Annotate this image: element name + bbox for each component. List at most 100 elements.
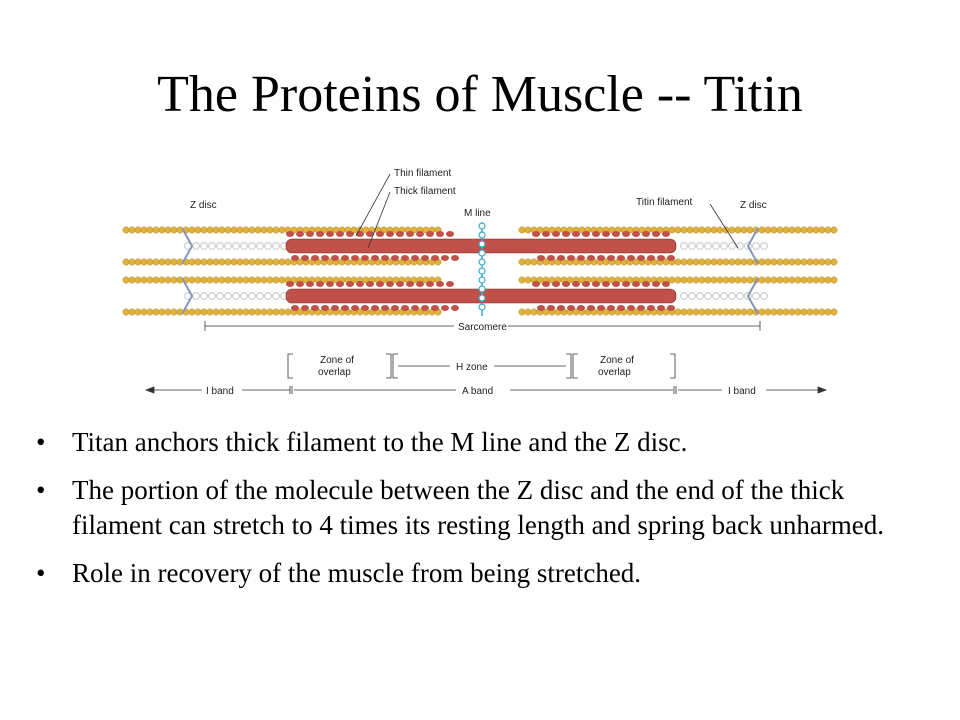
m-line-bead — [478, 240, 486, 248]
myosin-head — [356, 281, 364, 287]
thin-filament-bead — [164, 276, 172, 284]
thin-filament-bead — [218, 308, 226, 316]
myosin-head — [647, 255, 655, 261]
thin-filament-bead — [782, 276, 790, 284]
thin-filament-bead — [266, 258, 274, 266]
myosin-head — [562, 231, 570, 237]
titin-coil — [272, 241, 281, 250]
sarcomere-bracket — [204, 321, 761, 331]
titin-coil — [215, 241, 224, 250]
myosin-head — [361, 305, 369, 311]
thin-filament-bead — [278, 258, 286, 266]
myosin-head — [301, 255, 309, 261]
titin-coil — [703, 292, 712, 301]
thin-filament-bead — [518, 276, 526, 284]
thin-filament-bead — [236, 226, 244, 234]
myosin-head — [657, 255, 665, 261]
myosin-head — [446, 231, 454, 237]
thin-filament-bead — [518, 258, 526, 266]
thin-filament-bead — [764, 308, 772, 316]
thin-filament-bead — [674, 276, 682, 284]
myosin-head — [321, 305, 329, 311]
thin-filament-bead — [134, 308, 142, 316]
titin-coil — [751, 241, 760, 250]
thin-filament-bead — [776, 226, 784, 234]
thin-filament-bead — [782, 258, 790, 266]
myosin-head — [597, 305, 605, 311]
thin-filament-bead — [122, 308, 130, 316]
myosin-head — [637, 255, 645, 261]
thin-filament-bead — [818, 258, 826, 266]
titin-coil — [711, 292, 720, 301]
titin-coil — [223, 241, 232, 250]
myosin-head — [341, 305, 349, 311]
myosin-head — [386, 281, 394, 287]
thin-filament-bead — [776, 276, 784, 284]
m-line-bead — [478, 303, 486, 311]
thin-filament-bead — [224, 276, 232, 284]
thin-filament-bead — [218, 258, 226, 266]
label-z-disc-left: Z disc — [190, 200, 217, 211]
thin-filament-bead — [812, 258, 820, 266]
thin-filament-bead — [806, 308, 814, 316]
myosin-head — [406, 231, 414, 237]
titin-coil — [759, 241, 768, 250]
titin-coil — [215, 292, 224, 301]
myosin-head — [416, 281, 424, 287]
myosin-head — [431, 255, 439, 261]
thin-filament-bead — [122, 258, 130, 266]
titin-coil — [199, 241, 208, 250]
myosin-head — [622, 231, 630, 237]
thin-filament-bead — [158, 276, 166, 284]
thin-filament-bead — [788, 276, 796, 284]
bullet-item: • The portion of the molecule between th… — [36, 473, 936, 543]
myosin-head — [376, 281, 384, 287]
thin-filament-bead — [128, 276, 136, 284]
label-h-zone: H zone — [456, 362, 488, 373]
titin-coil — [735, 241, 744, 250]
sarcomere-diagram: Thin filament Thick filament M line Titi… — [118, 158, 842, 408]
thin-filament-bead — [716, 308, 724, 316]
m-line-bead — [478, 222, 486, 230]
thin-filament-bead — [824, 276, 832, 284]
myosin-head — [401, 255, 409, 261]
thin-filament-bead — [710, 308, 718, 316]
thin-filament-bead — [746, 226, 754, 234]
myosin-head — [592, 231, 600, 237]
myosin-head — [537, 305, 545, 311]
myosin-head — [351, 255, 359, 261]
thin-filament-bead — [800, 226, 808, 234]
thin-filament-bead — [278, 226, 286, 234]
thin-filament-bead — [200, 226, 208, 234]
thin-filament-bead — [164, 226, 172, 234]
titin-coil — [703, 241, 712, 250]
titin-coil — [679, 292, 688, 301]
m-line-bead — [478, 267, 486, 275]
titin-coil — [727, 292, 736, 301]
bullet-marker: • — [36, 427, 46, 457]
myosin-head — [657, 305, 665, 311]
myosin-head — [532, 231, 540, 237]
label-z-disc-right: Z disc — [740, 200, 767, 211]
thin-filament-bead — [128, 226, 136, 234]
thin-filament-bead — [728, 258, 736, 266]
thin-filament-bead — [146, 276, 154, 284]
myosin-head — [311, 305, 319, 311]
myosin-head — [632, 231, 640, 237]
thin-filament-bead — [818, 308, 826, 316]
thin-filament-bead — [800, 258, 808, 266]
myosin-head — [627, 305, 635, 311]
thin-filament-bead — [704, 226, 712, 234]
thin-filament-bead — [710, 276, 718, 284]
thin-filament-bead — [206, 258, 214, 266]
thin-filament-bead — [710, 258, 718, 266]
thin-filament-bead — [188, 308, 196, 316]
label-thick-filament: Thick filament — [394, 186, 456, 197]
thin-filament-bead — [830, 308, 838, 316]
titin-coil — [239, 292, 248, 301]
thin-filament-bead — [224, 308, 232, 316]
thin-filament-bead — [830, 226, 838, 234]
myosin-head — [607, 255, 615, 261]
thin-filament-bead — [218, 226, 226, 234]
thin-filament-bead — [212, 258, 220, 266]
